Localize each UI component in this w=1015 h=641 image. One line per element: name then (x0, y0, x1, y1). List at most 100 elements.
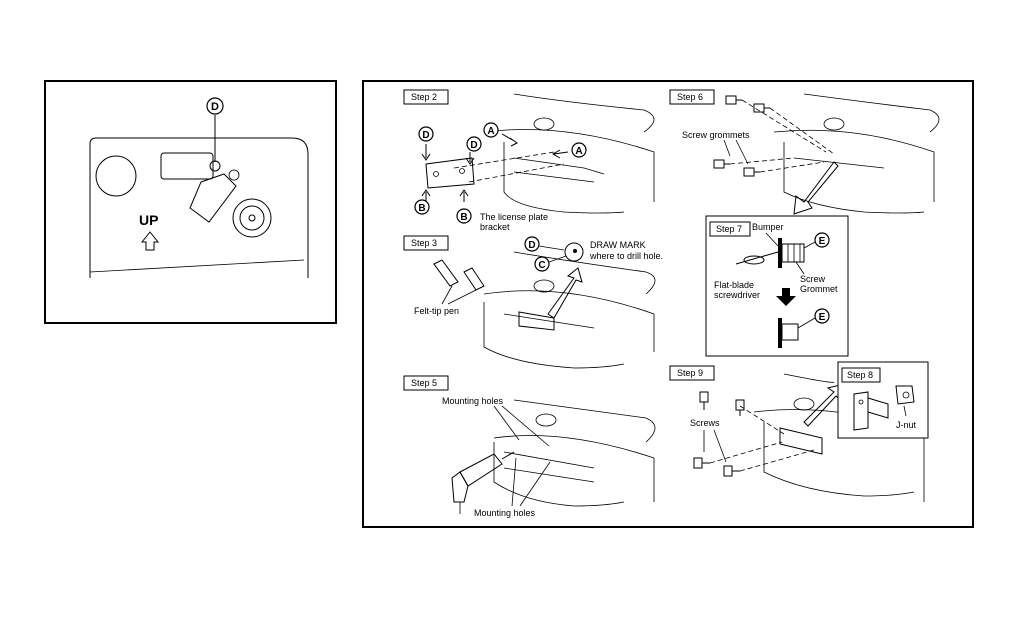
step6-grille-top (794, 158, 884, 168)
sensor-mid-ring (240, 206, 264, 230)
step2-group: Step 2 D (404, 90, 654, 232)
bumper-detail-drawing: UP D (46, 82, 339, 326)
step3-drill-mark-dot (573, 249, 577, 253)
svg-text:B: B (460, 212, 467, 223)
step3-grille-edge (484, 302, 624, 368)
hole-d-mark (210, 161, 220, 171)
svg-text:D: D (422, 130, 429, 141)
step3-mark-line1: DRAW MARK (590, 240, 646, 250)
step7-screw-line1: Screw (800, 274, 826, 284)
step5-drill-handle (452, 472, 468, 502)
step6-dash-3 (730, 158, 794, 164)
step3-callout-c: C (535, 257, 549, 271)
step3-label: Step 3 (411, 238, 437, 248)
step6-label-leader-2 (736, 140, 748, 164)
step2-grille-bottom (514, 172, 594, 182)
step9-label: Step 9 (677, 368, 703, 378)
step5-holes-bottom-leader-1 (512, 458, 516, 506)
step5-emblem (536, 414, 556, 426)
svg-text:A: A (487, 126, 494, 137)
up-label: UP (139, 212, 158, 228)
step3-pen-1 (434, 260, 458, 286)
bumper-lower-edge (90, 260, 304, 272)
installation-steps-drawing: Step 2 D (364, 82, 976, 530)
step2-arrow-d1 (422, 144, 430, 160)
step7-driver-line1: Flat-blade (714, 280, 754, 290)
step5-holes-top-label: Mounting holes (442, 396, 504, 406)
step3-grille-top (504, 314, 594, 328)
right-panel-installation-steps: Step 2 D (362, 80, 974, 528)
step6-grommet-2 (754, 104, 770, 112)
step6-grommet-1 (726, 96, 742, 104)
step3-pen-leader-2 (448, 290, 476, 304)
bracket-rectangle (161, 153, 213, 179)
step6-pointer-arrow (794, 162, 838, 214)
step7-bumper-label: Bumper (752, 222, 784, 232)
sensor-outer-ring (233, 199, 271, 237)
step2-caption-line2: bracket (480, 222, 510, 232)
bracket-tab (190, 174, 236, 222)
step5-holes-top-leader-1 (494, 406, 519, 440)
step5-group: Step 5 Mounting holes Mounting holes (404, 376, 655, 518)
step9-hood-line (784, 374, 834, 382)
step2-dash-b (469, 164, 564, 182)
step6-dash-4 (760, 162, 824, 172)
svg-text:B: B (418, 203, 425, 214)
step5-grille-top (504, 452, 594, 468)
step2-caption-line1: The license plate (480, 212, 548, 222)
step6-dash-2 (770, 108, 834, 154)
step5-drill-body (460, 454, 502, 486)
step6-label: Step 6 (677, 92, 703, 102)
step5-holes-bottom-label: Mounting holes (474, 508, 536, 518)
step6-grommet-3 (714, 160, 730, 168)
step7-label: Step 7 (716, 224, 742, 234)
step6-emblem (824, 118, 844, 130)
step9-screws-label: Screws (690, 418, 720, 428)
svg-text:D: D (470, 140, 477, 151)
step6-grommet-4 (744, 168, 760, 176)
step2-callout-d-left: D (419, 127, 433, 141)
step9-bracket (780, 428, 822, 454)
step9-screw-1 (700, 392, 708, 410)
step2-label: Step 2 (411, 92, 437, 102)
step9-screw-3 (694, 458, 710, 468)
step5-grille-bottom (504, 468, 594, 482)
step3-bumper-curve (484, 291, 654, 352)
step9-dash-2 (710, 442, 782, 463)
step2-emblem (534, 118, 554, 130)
step6-label-leader-1 (724, 140, 730, 156)
step3-pen-leader-1 (442, 286, 452, 304)
step2-grille-top (514, 158, 604, 174)
step3-group: Step 3 Felt-tip pen D C (404, 236, 663, 368)
step3-pen-label: Felt-tip pen (414, 306, 459, 316)
step3-callout-d: D (525, 237, 539, 251)
fog-lamp-circle (96, 156, 136, 196)
step6-group: Step 6 Screw grommets (670, 90, 939, 214)
bumper-outline (90, 138, 308, 278)
left-panel-bumper-detail: UP D (44, 80, 337, 324)
step2-callout-a-right: A (572, 143, 586, 157)
step3-mark-line2: where to drill hole. (589, 251, 663, 261)
step9-screws-leader-2 (714, 430, 726, 462)
tab-hole (229, 170, 239, 180)
svg-text:C: C (538, 260, 545, 271)
step7-driver-line2: screwdriver (714, 290, 760, 300)
step8-group: Step 8 J-nut (838, 362, 928, 438)
up-arrow-icon (142, 232, 158, 250)
step2-bracket-hole-1 (434, 172, 439, 177)
step7-callout-e-bottom: E (815, 309, 829, 323)
step2-bracket-hole-2 (460, 169, 465, 174)
step6-grommets-label: Screw grommets (682, 130, 750, 140)
step3-emblem (534, 280, 554, 292)
step2-callout-b-right: B (457, 209, 471, 223)
step6-grille-edge (784, 142, 924, 213)
step5-bumper-curve (494, 436, 654, 503)
step9-screw-4 (724, 466, 740, 476)
step9-dash-3 (740, 450, 814, 471)
step2-callout-a-left: A (484, 123, 498, 137)
step2-arrow-b2 (460, 190, 468, 202)
step3-c-leader (549, 256, 566, 262)
svg-text:E: E (819, 312, 826, 323)
step5-grille-edge (494, 442, 624, 506)
step2-license-bracket (426, 158, 474, 188)
